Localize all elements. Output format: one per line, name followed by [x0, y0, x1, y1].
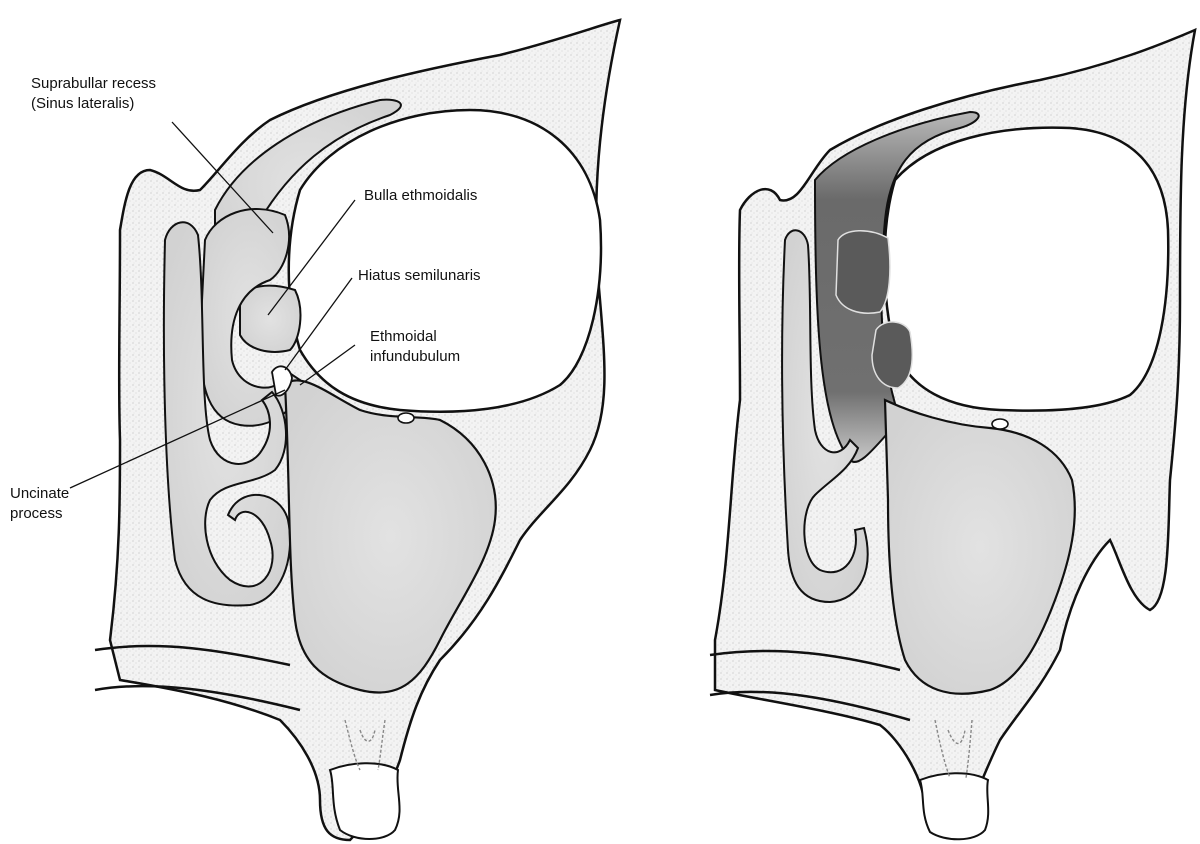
right-tooth [920, 773, 988, 839]
label-uncinate-process: Uncinate process [10, 484, 69, 524]
right-ethmoid-cell-2 [872, 322, 912, 388]
label-suprabullar-line2: (Sinus lateralis) [31, 94, 156, 114]
left-foramen [398, 413, 414, 423]
label-suprabullar-line1: Suprabullar recess [31, 74, 156, 94]
right-orbit-cavity [884, 128, 1168, 411]
right-ethmoid-cell-1 [836, 231, 890, 313]
label-uncinate-line2: process [10, 504, 69, 524]
right-panel [710, 30, 1195, 839]
right-foramen [992, 419, 1008, 429]
label-uncinate-line1: Uncinate [10, 484, 69, 504]
label-hiatus-semilunaris: Hiatus semilunaris [358, 266, 481, 286]
label-ethmoidal-infundibulum: Ethmoidal infundubulum [370, 327, 460, 367]
left-bulla-cell [240, 286, 300, 352]
label-infundibulum-line2: infundubulum [370, 347, 460, 367]
label-infundibulum-line1: Ethmoidal [370, 327, 460, 347]
label-bulla-ethmoidalis: Bulla ethmoidalis [364, 186, 477, 206]
left-panel [70, 20, 620, 840]
label-suprabullar-recess: Suprabullar recess (Sinus lateralis) [31, 74, 156, 114]
left-tooth [330, 763, 400, 839]
